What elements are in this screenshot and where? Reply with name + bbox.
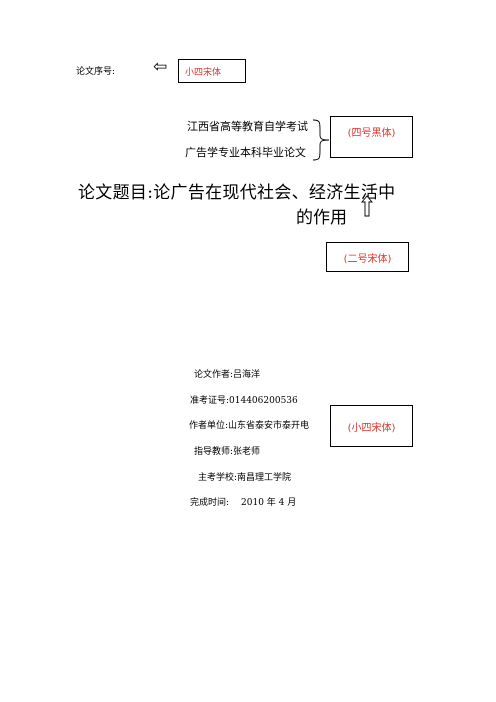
paper-title-line-2: 的作用 <box>296 208 347 228</box>
advisor-line: 指导教师:张老师 <box>194 447 261 457</box>
exam-number-line: 准考证号:014406200536 <box>190 396 298 406</box>
title-font-note: (二号宋体) <box>326 242 409 272</box>
completion-label: 完成时间: <box>190 498 230 508</box>
heading-font-note-text: (四号黑体) <box>347 128 396 139</box>
title-font-note-text: (二号宋体) <box>343 254 392 265</box>
info-font-note: (小四宋体) <box>330 405 413 447</box>
exam-heading-line-2: 广告学专业本科毕业论文 <box>185 146 306 159</box>
completion-date: 2010 年 4 月 <box>241 498 297 508</box>
exam-heading-line-1: 江西省高等教育自学考试 <box>187 120 308 133</box>
serial-font-note: 小四宋体 <box>178 59 246 83</box>
serial-number-label: 论文序号: <box>76 67 116 77</box>
author-line: 论文作者:吕海洋 <box>194 370 261 380</box>
paper-title-line-1: 论文题目:论广告在现代社会、经济生活中 <box>78 183 396 203</box>
heading-font-note: (四号黑体) <box>330 116 413 158</box>
school-line: 主考学校:南昌理工学院 <box>198 473 292 483</box>
completion-line: 完成时间: 2010 年 4 月 <box>190 495 296 508</box>
serial-font-note-text: 小四宋体 <box>185 67 222 78</box>
info-font-note-text: (小四宋体) <box>347 423 396 434</box>
right-curly-brace-icon <box>312 119 330 161</box>
unit-line: 作者单位:山东省泰安市泰开电 <box>189 421 310 431</box>
hollow-left-arrow-icon: ⇦ <box>153 57 168 77</box>
hollow-up-arrow-icon <box>361 195 373 217</box>
